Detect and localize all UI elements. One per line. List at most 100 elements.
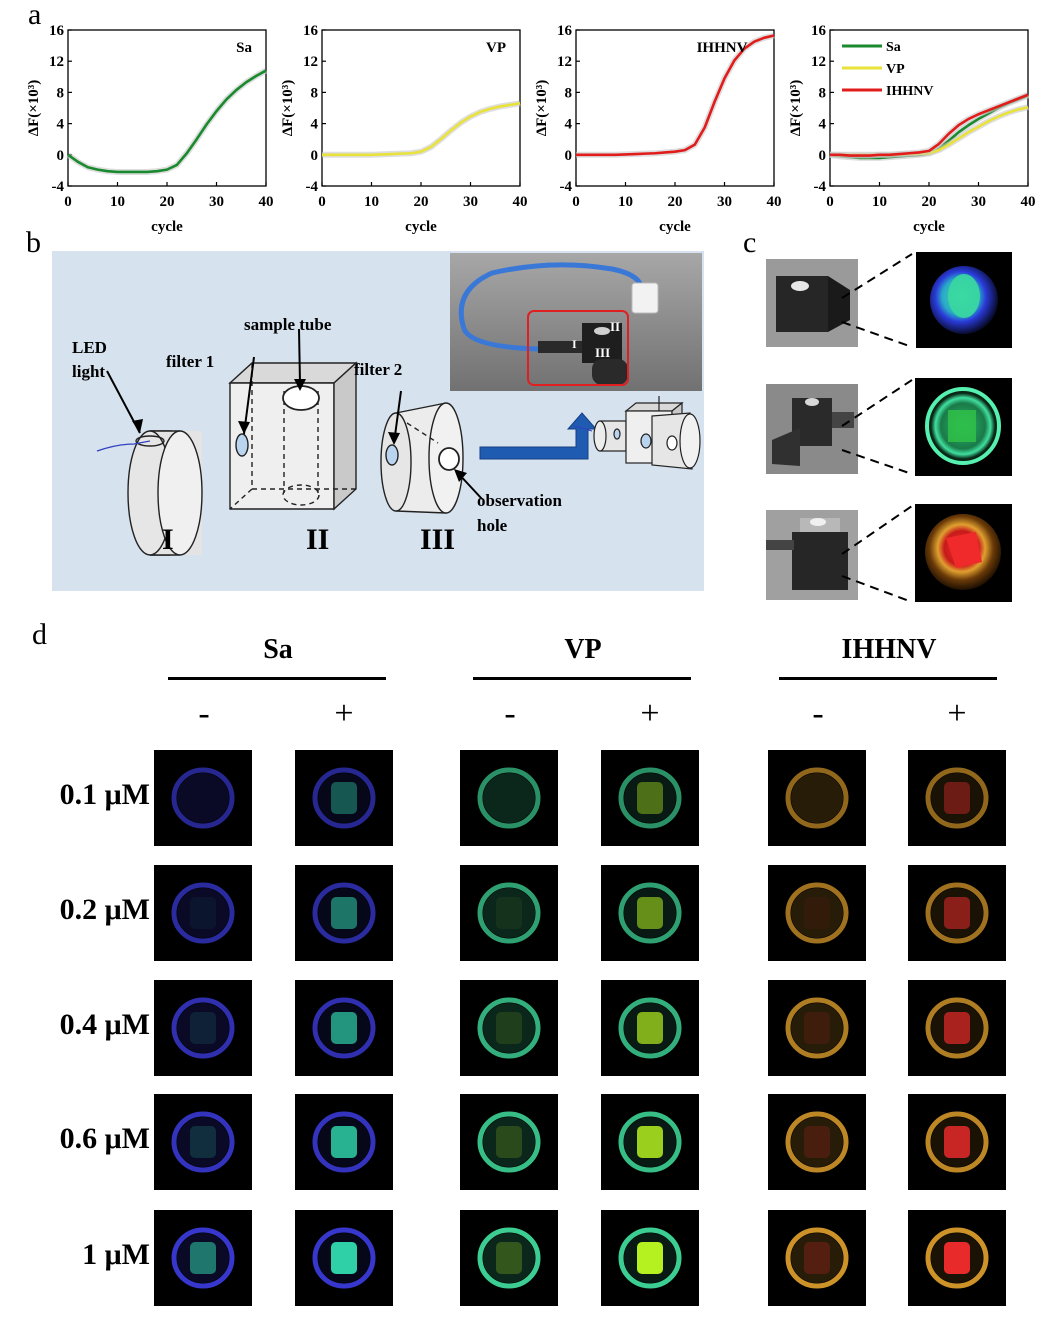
panel-label-a: a <box>28 0 42 31</box>
filter1-label: filter 1 <box>166 352 214 371</box>
led-label-line2: light <box>72 362 105 381</box>
sample-tube-arrow <box>298 328 301 384</box>
fluorescence-tile-vp-neg <box>460 750 558 846</box>
y-tick-label: 12 <box>49 54 64 70</box>
fluorescence-tile-ihhnv-pos <box>908 980 1006 1076</box>
fluorescence-tile-sa-neg <box>154 865 252 961</box>
y-axis-label: ΔF(×10³) <box>26 80 42 137</box>
y-axis-label: ΔF(×10³) <box>280 80 296 137</box>
y-tick-label: 8 <box>311 85 319 101</box>
group-rule <box>168 677 386 680</box>
fluorescence-tile-sa-pos <box>295 750 393 846</box>
x-tick-label: 10 <box>110 194 125 210</box>
fluorescence-tile-sa-pos <box>295 1094 393 1190</box>
svg-text:III: III <box>595 345 610 360</box>
fluorescence-tile-vp-pos <box>601 750 699 846</box>
fluorescence-tile-vp-pos <box>601 1094 699 1190</box>
fluorescence-tile-ihhnv-pos <box>908 865 1006 961</box>
led-wire <box>96 440 151 452</box>
sign-negative-vp: - <box>504 695 516 732</box>
x-axis-label: cycle <box>405 219 437 235</box>
x-tick-label: 10 <box>872 194 887 210</box>
device-photo: II I III <box>450 253 702 391</box>
fluorescence-tile-vp-pos <box>601 1210 699 1306</box>
x-tick-label: 30 <box>717 194 732 210</box>
fluorescence-tile-ihhnv-neg <box>768 1094 866 1190</box>
x-tick-label: 40 <box>767 194 782 210</box>
legend-label-ihhnv: IHHNV <box>886 84 933 99</box>
device-photo-red <box>766 510 858 600</box>
y-tick-label: 12 <box>811 54 826 70</box>
group-title-vp: VP <box>564 634 602 665</box>
fluorescence-tile-vp-pos <box>601 865 699 961</box>
x-tick-label: 40 <box>259 194 274 210</box>
part-iii-cylinder <box>380 402 464 514</box>
y-tick-label: 16 <box>49 23 65 39</box>
hole-label-line2: hole <box>477 516 508 535</box>
part-label-iii: III <box>420 523 455 556</box>
part-ii-cube <box>228 361 358 511</box>
y-tick-label: -4 <box>52 179 65 195</box>
fluorescence-tile-sa-neg <box>154 1094 252 1190</box>
series-line-ihhnv <box>830 93 1029 157</box>
x-axis-label: cycle <box>659 219 691 235</box>
series-line-vp <box>322 102 521 157</box>
fluorescence-view-red <box>915 504 1012 602</box>
x-tick-label: 30 <box>971 194 986 210</box>
x-tick-label: 10 <box>618 194 633 210</box>
y-tick-label: 8 <box>819 85 827 101</box>
y-tick-label: 8 <box>57 85 65 101</box>
series-band-vp <box>322 100 521 158</box>
concentration-label: 0.1 μM <box>59 778 150 811</box>
zoom-lines <box>841 253 913 603</box>
fluorescence-tile-vp-neg <box>460 865 558 961</box>
x-tick-label: 20 <box>160 194 175 210</box>
y-tick-label: 16 <box>811 23 827 39</box>
group-rule <box>473 677 691 680</box>
y-axis-label: ΔF(×10³) <box>788 80 804 137</box>
x-tick-label: 20 <box>922 194 937 210</box>
fluorescence-tile-sa-pos <box>295 865 393 961</box>
hole-label-line1: observation <box>477 491 563 510</box>
sign-positive-vp: + <box>640 695 660 732</box>
svg-text:II: II <box>610 319 620 334</box>
y-tick-label: 4 <box>565 117 573 133</box>
y-tick-label: 16 <box>557 23 573 39</box>
filter2-label: filter 2 <box>354 360 402 379</box>
fluorescence-tile-ihhnv-pos <box>908 1094 1006 1190</box>
x-tick-label: 0 <box>826 194 834 210</box>
concentration-label: 0.2 μM <box>59 893 150 926</box>
y-tick-label: 0 <box>819 148 827 164</box>
x-tick-label: 20 <box>414 194 429 210</box>
x-tick-label: 0 <box>64 194 72 210</box>
fluorescence-tile-sa-neg <box>154 750 252 846</box>
y-tick-label: 0 <box>565 148 573 164</box>
fluorescence-view-green <box>915 378 1012 476</box>
y-tick-label: 0 <box>311 148 319 164</box>
sign-positive-ihhnv: + <box>947 695 967 732</box>
x-tick-label: 10 <box>364 194 379 210</box>
fluorescence-tile-vp-neg <box>460 980 558 1076</box>
assembled-device <box>593 396 701 470</box>
fluorescence-tile-sa-neg <box>154 1210 252 1306</box>
panel-c-drawing <box>766 252 1012 603</box>
y-tick-label: 12 <box>557 54 572 70</box>
series-line-sa <box>67 69 267 174</box>
led-label-line1: LED <box>72 338 107 357</box>
x-tick-label: 30 <box>209 194 224 210</box>
part-label-i: I <box>162 523 174 556</box>
fluorescence-tile-ihhnv-neg <box>768 865 866 961</box>
y-tick-label: 4 <box>57 117 65 133</box>
panel-label-d: d <box>32 618 47 651</box>
fluorescence-tile-ihhnv-neg <box>768 1210 866 1306</box>
concentration-label: 0.6 μM <box>59 1122 150 1155</box>
panel-label-b: b <box>26 226 41 259</box>
fluorescence-tile-vp-neg <box>460 1094 558 1190</box>
fluorescence-tile-ihhnv-pos <box>908 1210 1006 1306</box>
fluorescence-tile-vp-pos <box>601 980 699 1076</box>
y-tick-label: -4 <box>814 179 827 195</box>
panel-label-c: c <box>743 226 757 259</box>
